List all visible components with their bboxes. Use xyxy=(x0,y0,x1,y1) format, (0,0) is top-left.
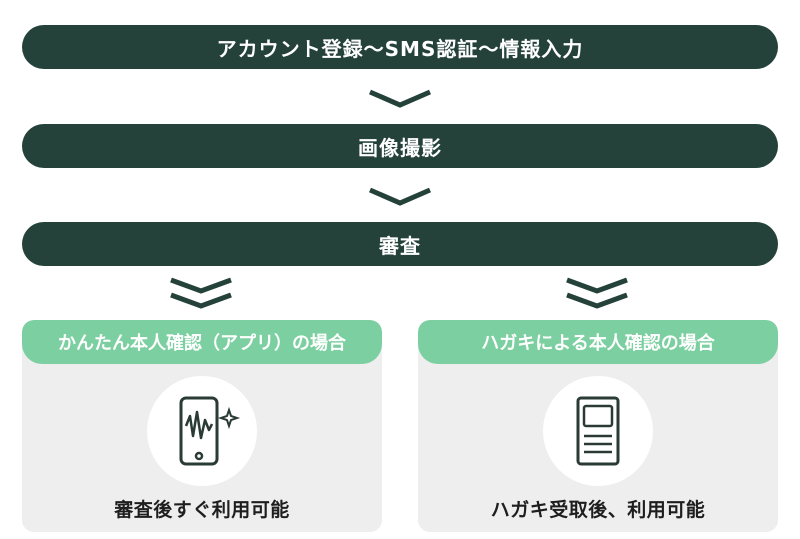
branch-card-postcard: ハガキによる本人確認の場合 ハガキ受取後、利用可能 xyxy=(418,320,778,532)
step-photo-capture: 画像撮影 xyxy=(22,124,778,168)
branch-card-header-label: かんたん本人確認（アプリ）の場合 xyxy=(58,333,346,354)
double-arrow-down-icon xyxy=(168,276,234,312)
branch-card-app: かんたん本人確認（アプリ）の場合 審査後すぐ利用可能 xyxy=(22,320,382,532)
branch-card-header: ハガキによる本人確認の場合 xyxy=(418,320,778,364)
double-arrow-down-icon xyxy=(564,276,630,312)
step-account-registration-label: アカウント登録～SMS認証～情報入力 xyxy=(216,36,584,61)
postcard-document-icon xyxy=(543,376,653,486)
step-review: 審査 xyxy=(22,222,778,266)
branch-card-result-label: 審査後すぐ利用可能 xyxy=(114,498,290,521)
branch-card-result: 審査後すぐ利用可能 xyxy=(22,490,382,526)
step-review-label: 審査 xyxy=(379,233,421,258)
branch-card-header: かんたん本人確認（アプリ）の場合 xyxy=(22,320,382,364)
branch-card-result-label: ハガキ受取後、利用可能 xyxy=(490,498,706,521)
branch-card-header-label: ハガキによる本人確認の場合 xyxy=(481,333,715,354)
smartphone-waveform-icon xyxy=(147,376,257,486)
step-account-registration: アカウント登録～SMS認証～情報入力 xyxy=(22,25,778,69)
step-photo-capture-label: 画像撮影 xyxy=(358,135,442,160)
arrow-down-icon xyxy=(367,88,433,110)
branch-card-result: ハガキ受取後、利用可能 xyxy=(418,490,778,526)
arrow-down-icon xyxy=(367,186,433,208)
